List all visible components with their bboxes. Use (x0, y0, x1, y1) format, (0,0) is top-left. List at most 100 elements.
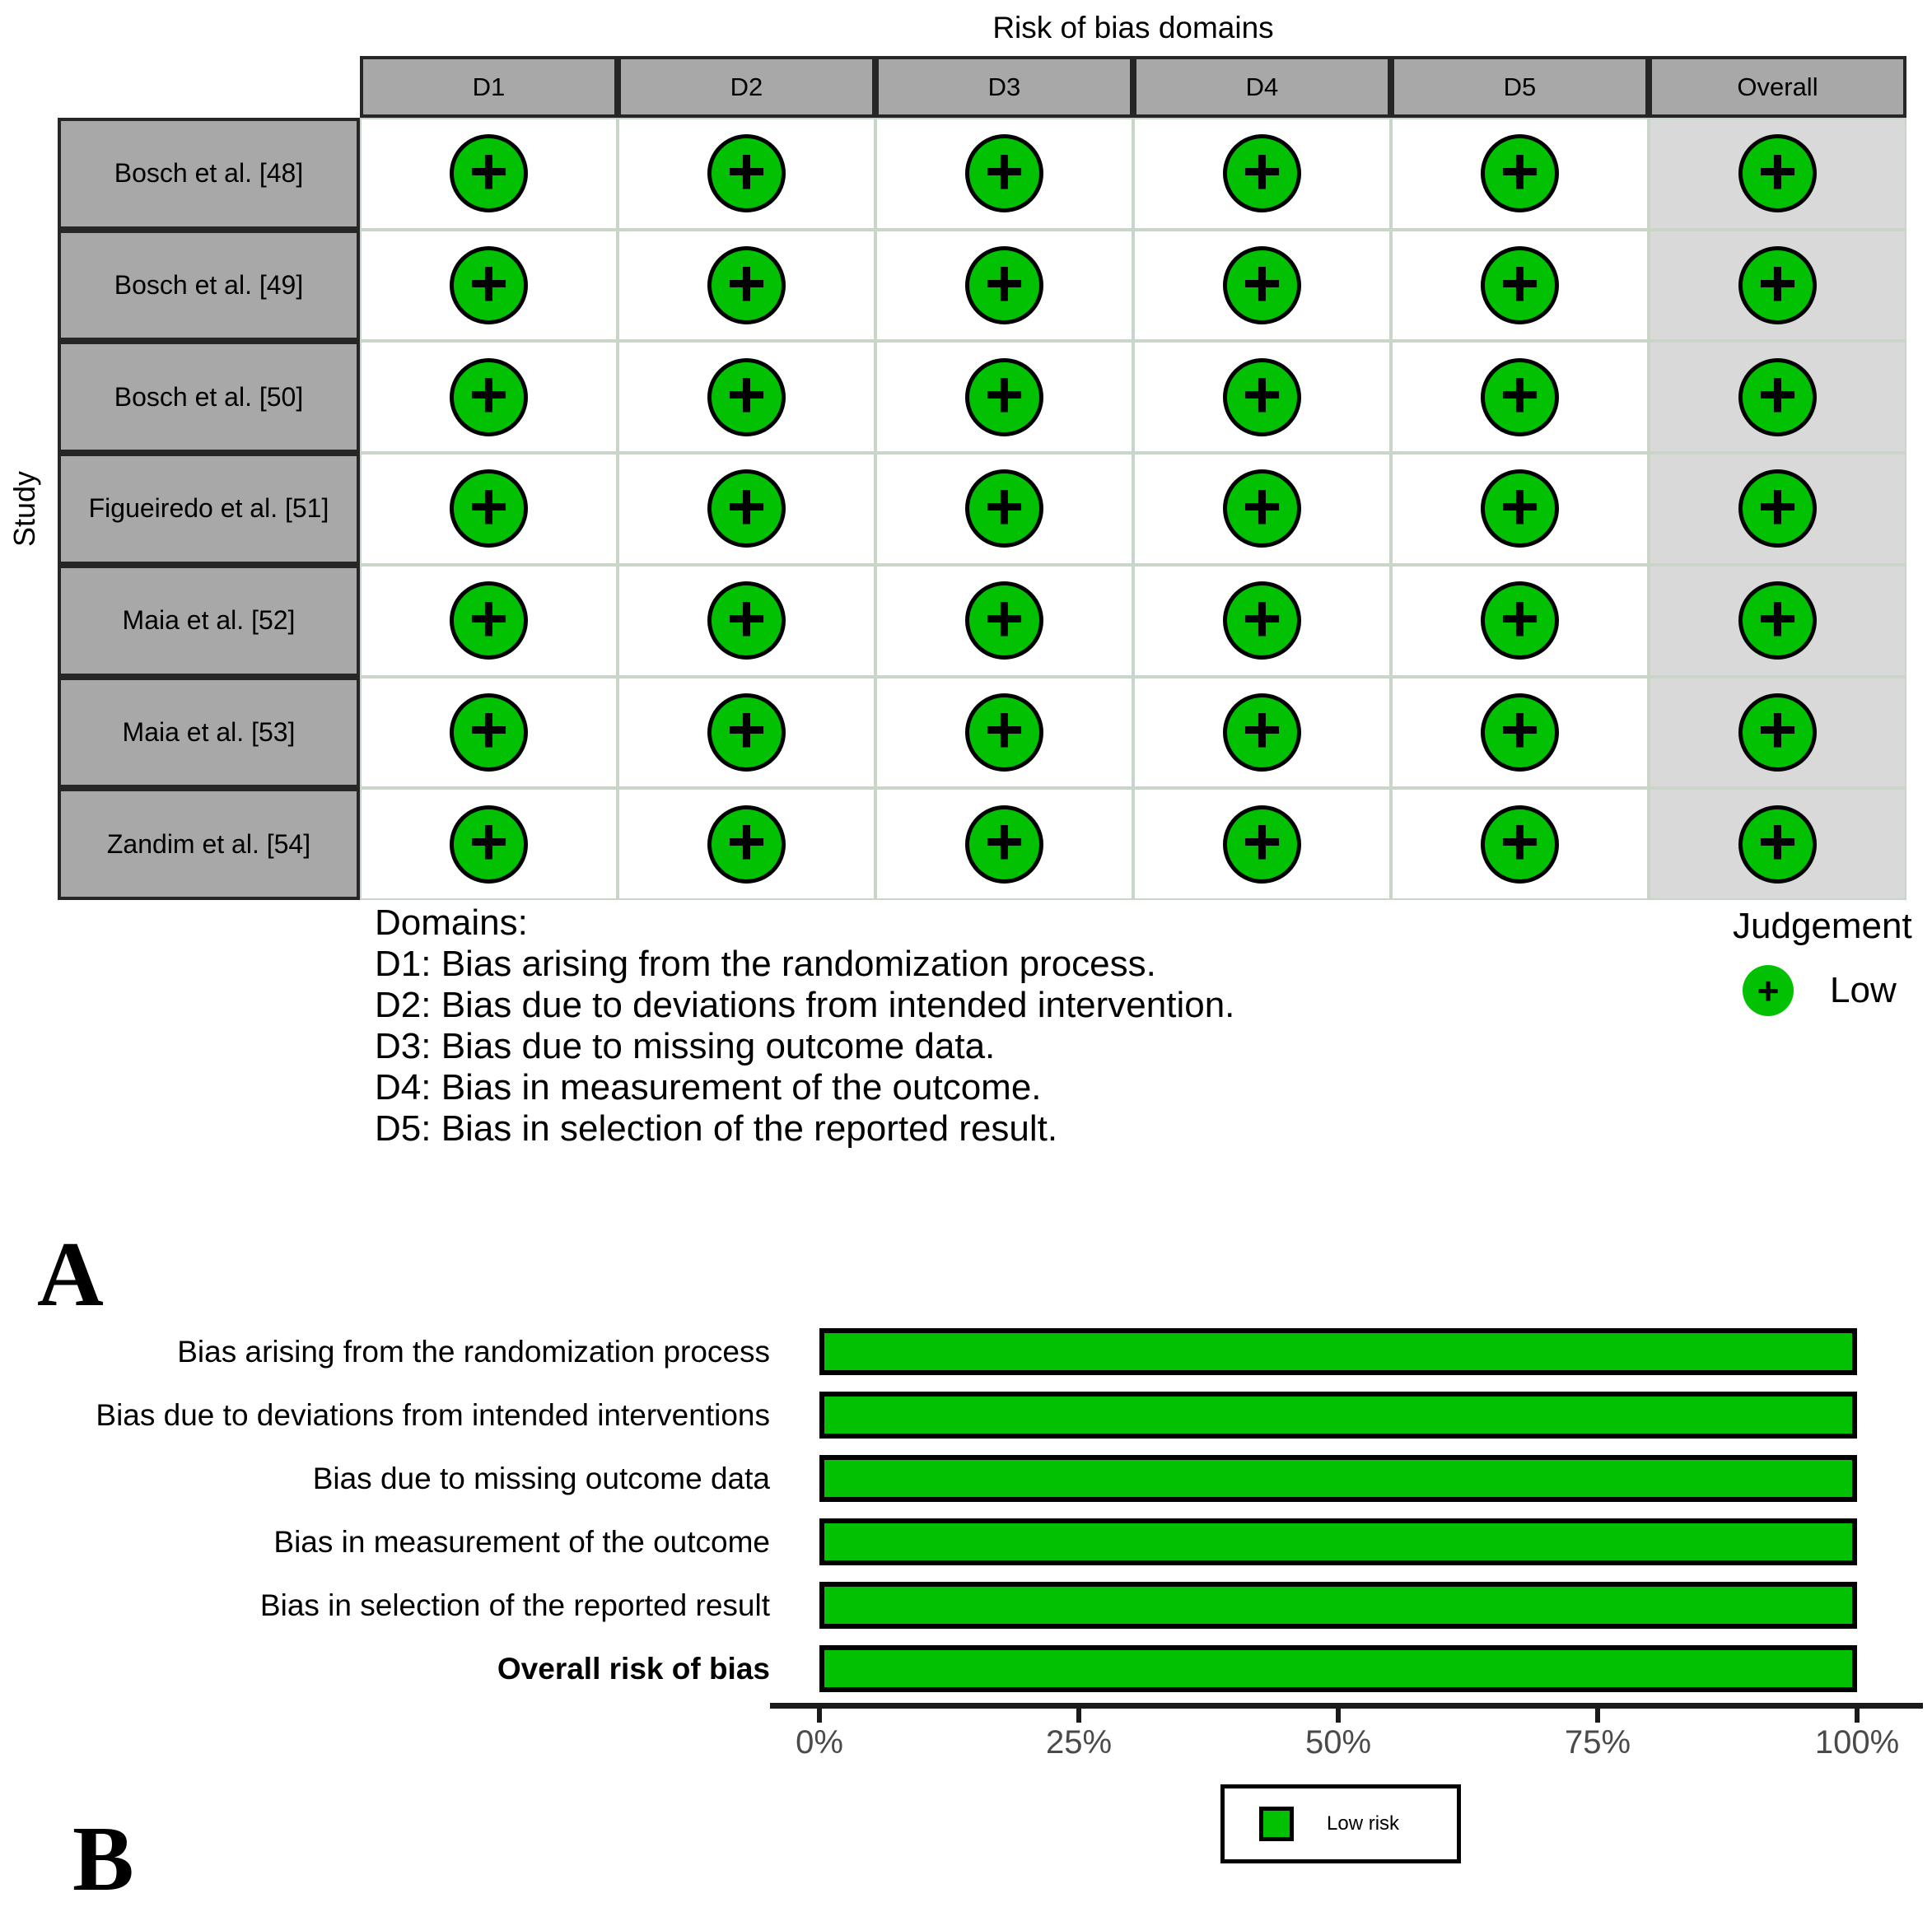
bar-category-label: Bias due to deviations from intended int… (96, 1397, 770, 1432)
column-header-d3: D3 (875, 56, 1133, 118)
study-row-label: Figueiredo et al. [51] (58, 453, 360, 565)
judgement-cell: + (1649, 453, 1906, 565)
study-row-label: Bosch et al. [48] (58, 118, 360, 230)
judgement-cell: + (1649, 229, 1906, 342)
low-risk-bar (819, 1392, 1857, 1439)
judgement-legend: Judgement + Low (1733, 906, 1912, 1016)
low-risk-icon: + (1738, 134, 1817, 213)
judgement-cell: + (1133, 453, 1391, 565)
bar-legend-label: Low risk (1327, 1812, 1400, 1835)
judgement-cell: + (1391, 341, 1649, 454)
low-risk-bar (819, 1645, 1857, 1692)
study-axis-label: Study (7, 470, 41, 548)
low-risk-icon: + (1481, 357, 1559, 436)
low-risk-icon: + (1738, 693, 1817, 772)
judgement-cell: + (1649, 676, 1906, 789)
low-risk-icon: + (450, 469, 528, 548)
judgement-cell: + (1649, 788, 1906, 900)
column-header-d2: D2 (618, 56, 875, 118)
low-risk-icon: + (707, 246, 786, 325)
judgement-cell: + (1133, 229, 1391, 342)
low-risk-bar (819, 1328, 1857, 1375)
column-header-overall: Overall (1649, 56, 1906, 118)
bar-category-label: Overall risk of bias (497, 1651, 770, 1686)
low-risk-icon: + (450, 246, 528, 325)
low-risk-icon: + (450, 581, 528, 660)
low-risk-icon: + (707, 581, 786, 660)
low-risk-icon: + (1738, 581, 1817, 660)
low-risk-icon: + (1223, 469, 1301, 548)
judgement-cell: + (1133, 676, 1391, 789)
low-risk-icon: + (965, 357, 1043, 436)
panel-a-label: A (37, 1224, 104, 1326)
x-axis-tick-label: 0% (796, 1724, 843, 1760)
low-risk-icon: + (965, 134, 1043, 213)
low-risk-icon: + (965, 469, 1043, 548)
bar-category-label: Bias due to missing outcome data (312, 1461, 770, 1495)
x-axis-line (770, 1703, 1923, 1709)
study-row-label: Maia et al. [52] (58, 564, 360, 677)
low-risk-swatch-icon (1259, 1807, 1294, 1841)
low-risk-bar (819, 1518, 1857, 1565)
judgement-cell: + (1391, 788, 1649, 900)
low-risk-icon: + (1223, 804, 1301, 884)
judgement-cell: + (360, 564, 618, 677)
judgement-cell: + (618, 118, 875, 230)
low-risk-icon: + (965, 581, 1043, 660)
low-risk-icon: + (965, 804, 1043, 884)
low-risk-icon: + (450, 693, 528, 772)
judgement-cell: + (618, 564, 875, 677)
judgement-cell: + (360, 341, 618, 454)
x-axis-tick (1595, 1709, 1600, 1723)
judgement-cell: + (1133, 341, 1391, 454)
domain-note-d5: D5: Bias in selection of the reported re… (375, 1108, 1058, 1149)
study-row-label: Maia et al. [53] (58, 676, 360, 789)
x-axis-tick (1336, 1709, 1341, 1723)
judgement-cell: + (618, 229, 875, 342)
domains-heading: Domains: (375, 902, 528, 943)
low-risk-icon: + (707, 357, 786, 436)
x-axis-tick (817, 1709, 822, 1723)
judgement-cell: + (1133, 564, 1391, 677)
x-axis-tick-label: 25% (1045, 1724, 1113, 1760)
judgement-cell: + (1391, 453, 1649, 565)
x-axis-tick (1855, 1709, 1860, 1723)
low-risk-icon: + (450, 804, 528, 884)
judgement-cell: + (1133, 118, 1391, 230)
judgement-cell: + (360, 453, 618, 565)
low-risk-icon: + (707, 134, 786, 213)
low-risk-icon: + (450, 134, 528, 213)
bar-category-label: Bias arising from the randomization proc… (177, 1334, 770, 1369)
low-risk-icon: + (1481, 246, 1559, 325)
judgement-cell: + (1133, 788, 1391, 900)
study-row-label: Zandim et al. [54] (58, 788, 360, 900)
low-risk-icon: + (1223, 581, 1301, 660)
judgement-cell: + (875, 229, 1133, 342)
x-axis-tick-label: 50% (1304, 1724, 1372, 1760)
judgement-cell: + (360, 118, 618, 230)
low-risk-icon: + (1223, 357, 1301, 436)
panel-b-label: B (72, 1808, 134, 1910)
low-risk-icon: + (1223, 134, 1301, 213)
domain-note-d3: D3: Bias due to missing outcome data. (375, 1026, 996, 1066)
low-risk-icon: + (1738, 469, 1817, 548)
low-risk-icon: + (1223, 246, 1301, 325)
judgement-cell: + (1649, 341, 1906, 454)
column-header-d1: D1 (360, 56, 618, 118)
judgement-cell: + (875, 676, 1133, 789)
judgement-cell: + (875, 118, 1133, 230)
judgement-cell: + (875, 564, 1133, 677)
domain-note-d4: D4: Bias in measurement of the outcome. (375, 1067, 1042, 1108)
judgement-cell: + (618, 341, 875, 454)
low-risk-bar (819, 1455, 1857, 1502)
low-risk-icon: + (1481, 804, 1559, 884)
low-risk-icon: + (1223, 693, 1301, 772)
low-risk-icon: + (707, 804, 786, 884)
judgement-cell: + (618, 788, 875, 900)
low-risk-icon: + (1738, 804, 1817, 884)
judgement-cell: + (1391, 229, 1649, 342)
bar-category-label: Bias in measurement of the outcome (273, 1524, 770, 1559)
x-axis-tick-label: 100% (1814, 1724, 1900, 1760)
